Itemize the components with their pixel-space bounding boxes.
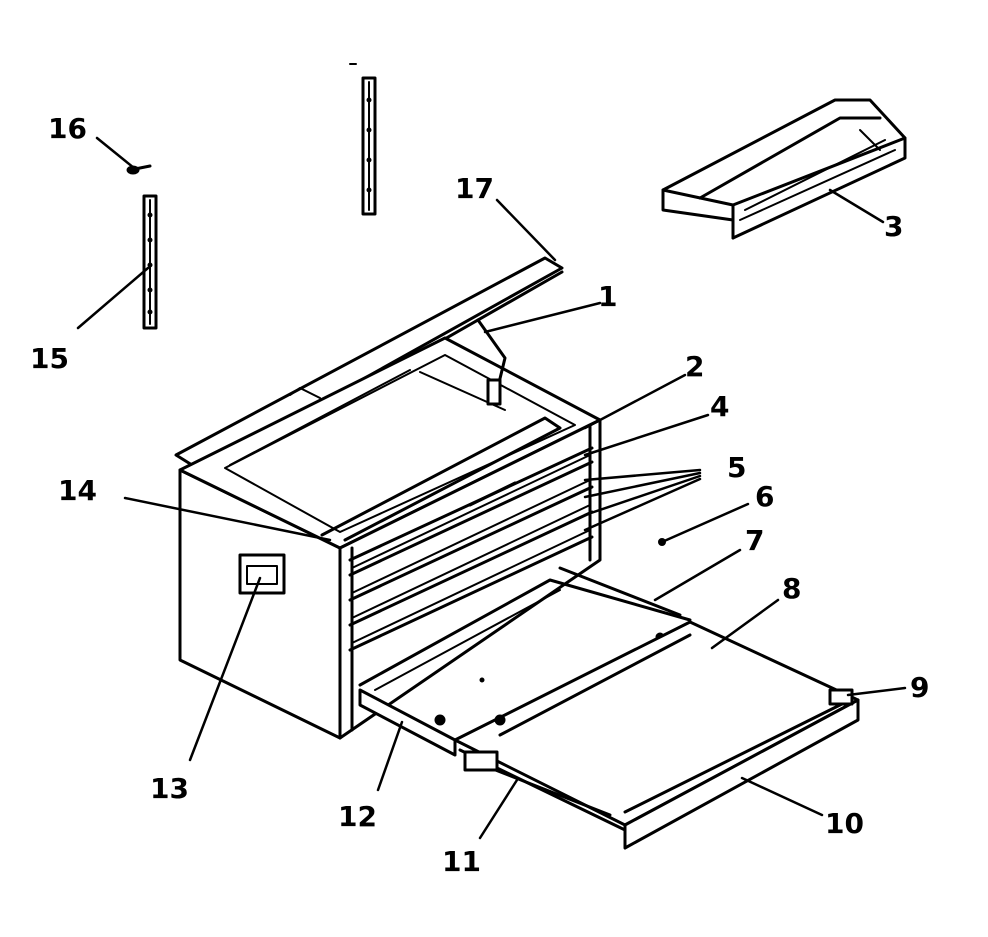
callout-13: 13: [150, 772, 189, 805]
callout-11: 11: [442, 845, 481, 878]
upper-side-rail: [349, 63, 377, 216]
callout-14: 14: [58, 474, 97, 507]
leader-10: [740, 776, 824, 817]
callout-7: 7: [745, 524, 764, 557]
callout-10: 10: [825, 807, 864, 840]
part-10-drawer-front: [623, 698, 860, 850]
leader-9: [846, 686, 907, 697]
leader-15: [76, 266, 150, 330]
callout-numbers: 1 2 3 4 5 6 7 8 9 10 11 12 13 14 15 16 1…: [30, 112, 929, 878]
open-drawer: [358, 620, 860, 850]
callout-8: 8: [782, 572, 801, 605]
leader-13: [188, 576, 262, 762]
part-16-screw: [126, 164, 152, 175]
callout-15: 15: [30, 342, 69, 375]
callout-1: 1: [598, 280, 617, 313]
leader-7: [653, 548, 742, 602]
leader-4: [583, 413, 710, 457]
callout-9: 9: [910, 671, 929, 704]
leader-12: [376, 720, 404, 792]
leader-2: [583, 373, 687, 430]
callout-3: 3: [884, 210, 903, 243]
leader-11: [478, 778, 519, 840]
leader-5b: [583, 471, 702, 499]
callout-17: 17: [455, 172, 494, 205]
callout-4: 4: [710, 390, 729, 423]
leader-6: [660, 502, 750, 544]
callout-16: 16: [48, 112, 87, 145]
callout-6: 6: [755, 480, 774, 513]
leader-16: [95, 136, 136, 170]
callout-5: 5: [727, 451, 746, 484]
part-12-drawer-side: [358, 688, 457, 757]
leader-17: [495, 198, 557, 262]
leader-lines: [76, 136, 907, 840]
leader-8: [710, 598, 780, 650]
leader-5d: [583, 477, 702, 532]
leader-5c: [583, 474, 702, 517]
chest-body: [178, 318, 602, 740]
part-15-side-rail: [142, 194, 158, 330]
part-3-tray: [661, 98, 907, 240]
leader-5a: [583, 468, 702, 482]
leader-1: [483, 301, 602, 334]
leader-3: [828, 188, 885, 224]
leader-14: [123, 496, 332, 542]
callout-12: 12: [338, 800, 377, 833]
callout-2: 2: [685, 350, 704, 383]
